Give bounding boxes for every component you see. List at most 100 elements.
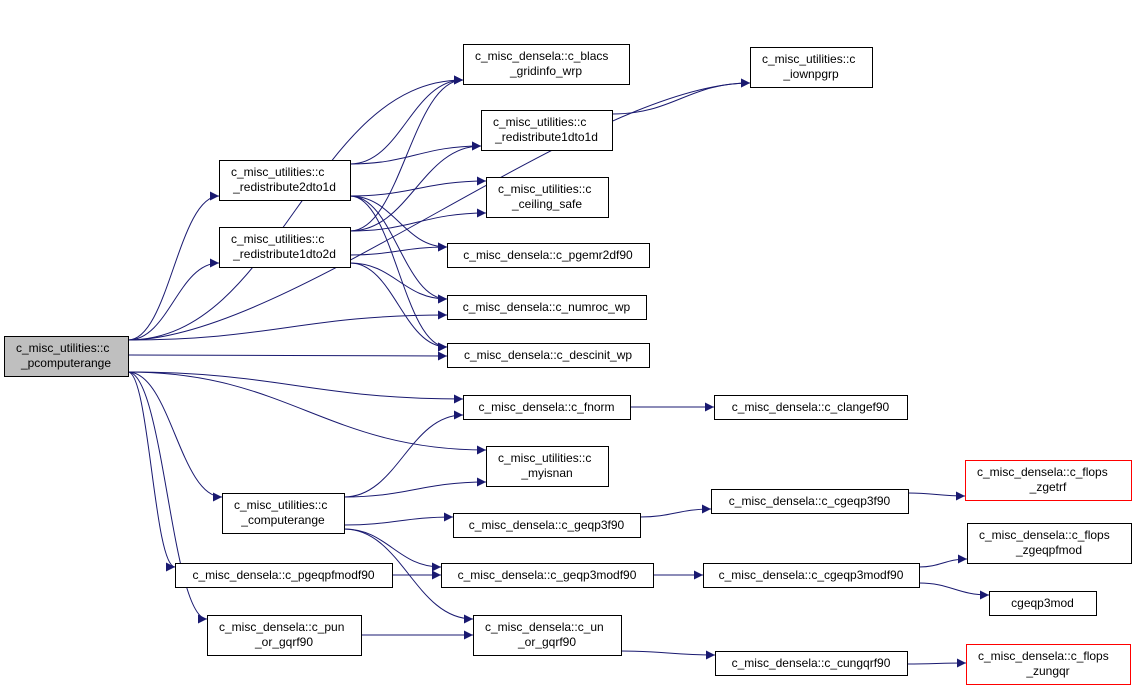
node-box: [447, 243, 650, 268]
edge-redistribute1dto2d-to-numroc-wp: [349, 262, 448, 304]
node-descinit-wp[interactable]: c_misc_densela::c_descinit_wp: [447, 343, 650, 368]
edge-root-to-fnorm: [127, 371, 464, 404]
node-label-line: _or_gqrf90: [517, 635, 576, 649]
node-label-line: c_misc_utilities::c: [231, 232, 324, 246]
edge-root-to-redistribute2dto1d: [127, 191, 220, 341]
node-box: [463, 395, 631, 420]
node-box: [219, 160, 351, 201]
node-geqp3modf90[interactable]: c_misc_densela::c_geqp3modf90: [441, 563, 654, 588]
node-label-line: c_misc_densela::c_geqp3f90: [469, 518, 625, 532]
node-numroc-wp[interactable]: c_misc_densela::c_numroc_wp: [447, 295, 647, 320]
node-box: [486, 177, 609, 218]
node-blacs-gridinfo-wrp[interactable]: c_misc_densela::c_blacs_gridinfo_wrp: [463, 44, 630, 85]
edge-computerange-to-geqp3modf90: [343, 528, 442, 572]
node-label-line: _iownpgrp: [782, 67, 839, 81]
node-cgeqp3mod[interactable]: cgeqp3mod: [989, 591, 1097, 616]
node-label-line: c_misc_utilities::c: [498, 182, 591, 196]
node-pgeqpfmodf90[interactable]: c_misc_densela::c_pgeqpfmodf90: [175, 563, 393, 588]
edge-redistribute2dto1d-to-descinit-wp: [349, 195, 448, 352]
node-label-line: _or_gqrf90: [254, 635, 313, 649]
node-label-line: c_misc_densela::c_flops: [979, 528, 1110, 542]
node-fnorm[interactable]: c_misc_densela::c_fnorm: [463, 395, 631, 420]
edge-root-to-redistribute1dto2d: [127, 258, 220, 341]
node-label-line: c_misc_densela::c_pun: [219, 620, 344, 634]
node-un-or-gqrf90[interactable]: c_misc_densela::c_un_or_gqrf90: [473, 615, 622, 656]
node-label-line: _computerange: [240, 513, 325, 527]
edge-un-or-gqrf90-to-cungqrf90: [620, 650, 716, 660]
node-ceiling-safe[interactable]: c_misc_utilities::c_ceiling_safe: [486, 177, 609, 218]
nodes: c_misc_utilities::c_pcomputerangec_misc_…: [4, 44, 1132, 685]
node-label-line: c_misc_densela::c_pgemr2df90: [463, 248, 633, 262]
edge-cgeqp3modf90-to-flops-zgeqpfmod: [918, 554, 968, 568]
edge-redistribute2dto1d-to-ceiling-safe: [349, 176, 487, 197]
node-label-line: _zungqr: [1025, 664, 1069, 678]
edge-redistribute1dto2d-to-blacs-gridinfo-wrp: [349, 75, 464, 232]
node-label-line: c_misc_densela::c_descinit_wp: [464, 348, 632, 362]
node-label-line: c_misc_densela::c_cgeqp3f90: [729, 494, 891, 508]
node-cgeqp3f90[interactable]: c_misc_densela::c_cgeqp3f90: [711, 489, 909, 514]
edge-root-to-pgeqpfmodf90: [127, 371, 176, 572]
edge-redistribute1dto2d-to-redistribute1dto1d: [349, 141, 482, 232]
edge-redistribute2dto1d-to-numroc-wp: [349, 195, 448, 304]
edges: [127, 75, 990, 668]
node-box: [219, 227, 351, 268]
node-label-line: _ceiling_safe: [511, 197, 582, 211]
node-cungqrf90[interactable]: c_misc_densela::c_cungqrf90: [715, 651, 908, 676]
node-flops-zgeqpfmod[interactable]: c_misc_densela::c_flops_zgeqpfmod: [967, 523, 1132, 564]
edge-redistribute1dto2d-to-pgemr2df90: [349, 242, 448, 256]
node-box: [4, 336, 129, 377]
node-iownpgrp[interactable]: c_misc_utilities::c_iownpgrp: [750, 47, 873, 88]
node-redistribute2dto1d[interactable]: c_misc_utilities::c_redistribute2dto1d: [219, 160, 351, 201]
edge-redistribute2dto1d-to-blacs-gridinfo-wrp: [349, 75, 464, 165]
node-flops-zgetrf[interactable]: c_misc_densela::c_flops_zgetrf: [965, 460, 1132, 501]
node-label-line: cgeqp3mod: [1011, 596, 1074, 610]
node-box: [715, 651, 908, 676]
node-pgemr2df90[interactable]: c_misc_densela::c_pgemr2df90: [447, 243, 650, 268]
node-box: [750, 47, 873, 88]
edge-root-to-pun-or-gqrf90: [127, 371, 208, 624]
node-label-line: c_misc_utilities::c: [16, 341, 109, 355]
node-box: [473, 615, 622, 656]
node-label-line: _zgeqpfmod: [1015, 543, 1082, 557]
node-label-line: c_misc_densela::c_cgeqp3modf90: [719, 568, 904, 582]
edge-computerange-to-geqp3f90: [343, 512, 454, 526]
edge-cgeqp3modf90-to-cgeqp3mod: [918, 582, 990, 600]
node-pun-or-gqrf90[interactable]: c_misc_densela::c_pun_or_gqrf90: [207, 615, 362, 656]
node-geqp3f90[interactable]: c_misc_densela::c_geqp3f90: [453, 513, 641, 538]
node-flops-zungqr[interactable]: c_misc_densela::c_flops_zungqr: [966, 644, 1131, 685]
node-redistribute1dto1d[interactable]: c_misc_utilities::c_redistribute1dto1d: [481, 110, 613, 151]
node-box: [989, 591, 1097, 616]
node-root[interactable]: c_misc_utilities::c_pcomputerange: [4, 336, 129, 377]
node-box: [207, 615, 362, 656]
node-label-line: c_misc_densela::c_fnorm: [478, 400, 614, 414]
node-label-line: c_misc_densela::c_blacs: [475, 49, 608, 63]
node-myisnan[interactable]: c_misc_utilities::c_myisnan: [486, 446, 609, 487]
node-box: [175, 563, 393, 588]
edge-redistribute2dto1d-to-pgemr2df90: [349, 195, 448, 252]
node-box: [463, 44, 630, 85]
node-box: [447, 295, 647, 320]
edge-geqp3f90-to-cgeqp3f90: [639, 504, 712, 518]
node-label-line: _redistribute1dto2d: [232, 247, 336, 261]
edge-redistribute1dto2d-to-ceiling-safe: [349, 208, 487, 232]
edge-root-to-iownpgrp: [127, 78, 751, 341]
node-label-line: c_misc_densela::c_geqp3modf90: [458, 568, 637, 582]
node-cgeqp3modf90[interactable]: c_misc_densela::c_cgeqp3modf90: [703, 563, 920, 588]
node-box: [222, 493, 345, 534]
node-box: [481, 110, 613, 151]
edge-redistribute1dto2d-to-descinit-wp: [349, 262, 448, 352]
node-label-line: _pcomputerange: [20, 356, 111, 370]
node-label-line: c_misc_utilities::c: [762, 52, 855, 66]
node-box: [453, 513, 641, 538]
node-clangef90[interactable]: c_misc_densela::c_clangef90: [714, 395, 908, 420]
node-computerange[interactable]: c_misc_utilities::c_computerange: [222, 493, 345, 534]
node-redistribute1dto2d[interactable]: c_misc_utilities::c_redistribute1dto2d: [219, 227, 351, 268]
edge-redistribute1dto1d-to-iownpgrp: [611, 78, 751, 115]
edge-redistribute2dto1d-to-redistribute1dto1d: [349, 141, 482, 165]
node-label-line: c_misc_densela::c_cungqrf90: [732, 656, 891, 670]
node-box: [711, 489, 909, 514]
node-label-line: c_misc_densela::c_numroc_wp: [463, 300, 631, 314]
node-box: [486, 446, 609, 487]
node-label-line: c_misc_utilities::c: [493, 115, 586, 129]
